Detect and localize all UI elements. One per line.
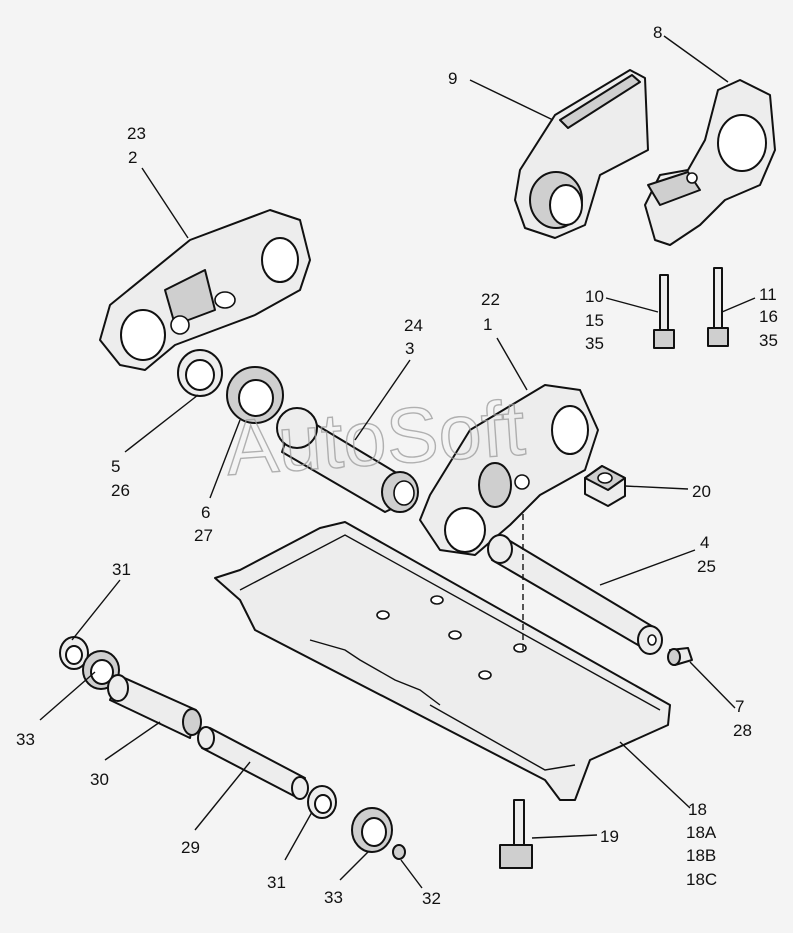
callout-3: 3 xyxy=(405,339,414,358)
callout-33-left: 33 xyxy=(16,730,35,749)
callout-26: 26 xyxy=(111,481,130,500)
callout-5: 5 xyxy=(111,457,120,476)
part-pin-4-25 xyxy=(487,534,663,655)
part-ring-31-top xyxy=(59,636,89,670)
part-plug-7 xyxy=(667,647,693,666)
callout-19: 19 xyxy=(600,827,619,846)
callout-16: 16 xyxy=(759,307,778,326)
callout-18a: 18A xyxy=(686,823,717,842)
part-bolt-10 xyxy=(653,274,675,349)
callout-20: 20 xyxy=(692,482,711,501)
callout-6: 6 xyxy=(201,503,210,522)
leader-lines xyxy=(39,35,756,889)
part-seal-6 xyxy=(226,366,284,424)
part-bolt-11 xyxy=(707,267,729,347)
part-seal-33-bottom xyxy=(351,807,393,853)
part-nut-20 xyxy=(584,465,626,507)
callout-2: 2 xyxy=(128,148,137,167)
callout-18: 18 xyxy=(688,800,707,819)
callout-18b: 18B xyxy=(686,846,716,865)
callout-31-top: 31 xyxy=(112,560,131,579)
watermark: AutoSoft xyxy=(223,383,528,492)
callout-23: 23 xyxy=(127,124,146,143)
callout-24: 24 xyxy=(404,316,423,335)
callout-30: 30 xyxy=(90,770,109,789)
callout-35a: 35 xyxy=(585,334,604,353)
callout-15: 15 xyxy=(585,311,604,330)
callout-7: 7 xyxy=(735,697,744,716)
callout-35b: 35 xyxy=(759,331,778,350)
part-link-23-2 xyxy=(99,209,311,371)
callout-28: 28 xyxy=(733,721,752,740)
callout-27: 27 xyxy=(194,526,213,545)
part-bushing-30 xyxy=(107,674,202,739)
callout-25: 25 xyxy=(697,557,716,576)
callout-31-bottom: 31 xyxy=(267,873,286,892)
part-pin-29 xyxy=(197,726,309,800)
part-link-8 xyxy=(644,79,776,246)
part-track-shoe-18 xyxy=(214,521,671,801)
callout-22: 22 xyxy=(481,290,500,309)
callout-9: 9 xyxy=(448,69,457,88)
callout-33-bottom: 33 xyxy=(324,888,343,907)
callout-10: 10 xyxy=(585,287,604,306)
part-plug-32 xyxy=(392,844,406,860)
callout-32: 32 xyxy=(422,889,441,908)
callout-18c: 18C xyxy=(686,870,717,889)
callout-1: 1 xyxy=(483,315,492,334)
part-bolt-19 xyxy=(499,799,533,869)
callout-29: 29 xyxy=(181,838,200,857)
part-link-segment-9 xyxy=(514,69,649,239)
part-pin-24-3 xyxy=(276,407,419,513)
callout-4: 4 xyxy=(700,533,709,552)
callout-11: 11 xyxy=(759,285,777,304)
callout-8: 8 xyxy=(653,23,662,42)
part-link-22-1 xyxy=(419,384,599,556)
part-ring-31-bottom xyxy=(307,785,337,819)
part-bushing-5 xyxy=(177,349,223,397)
